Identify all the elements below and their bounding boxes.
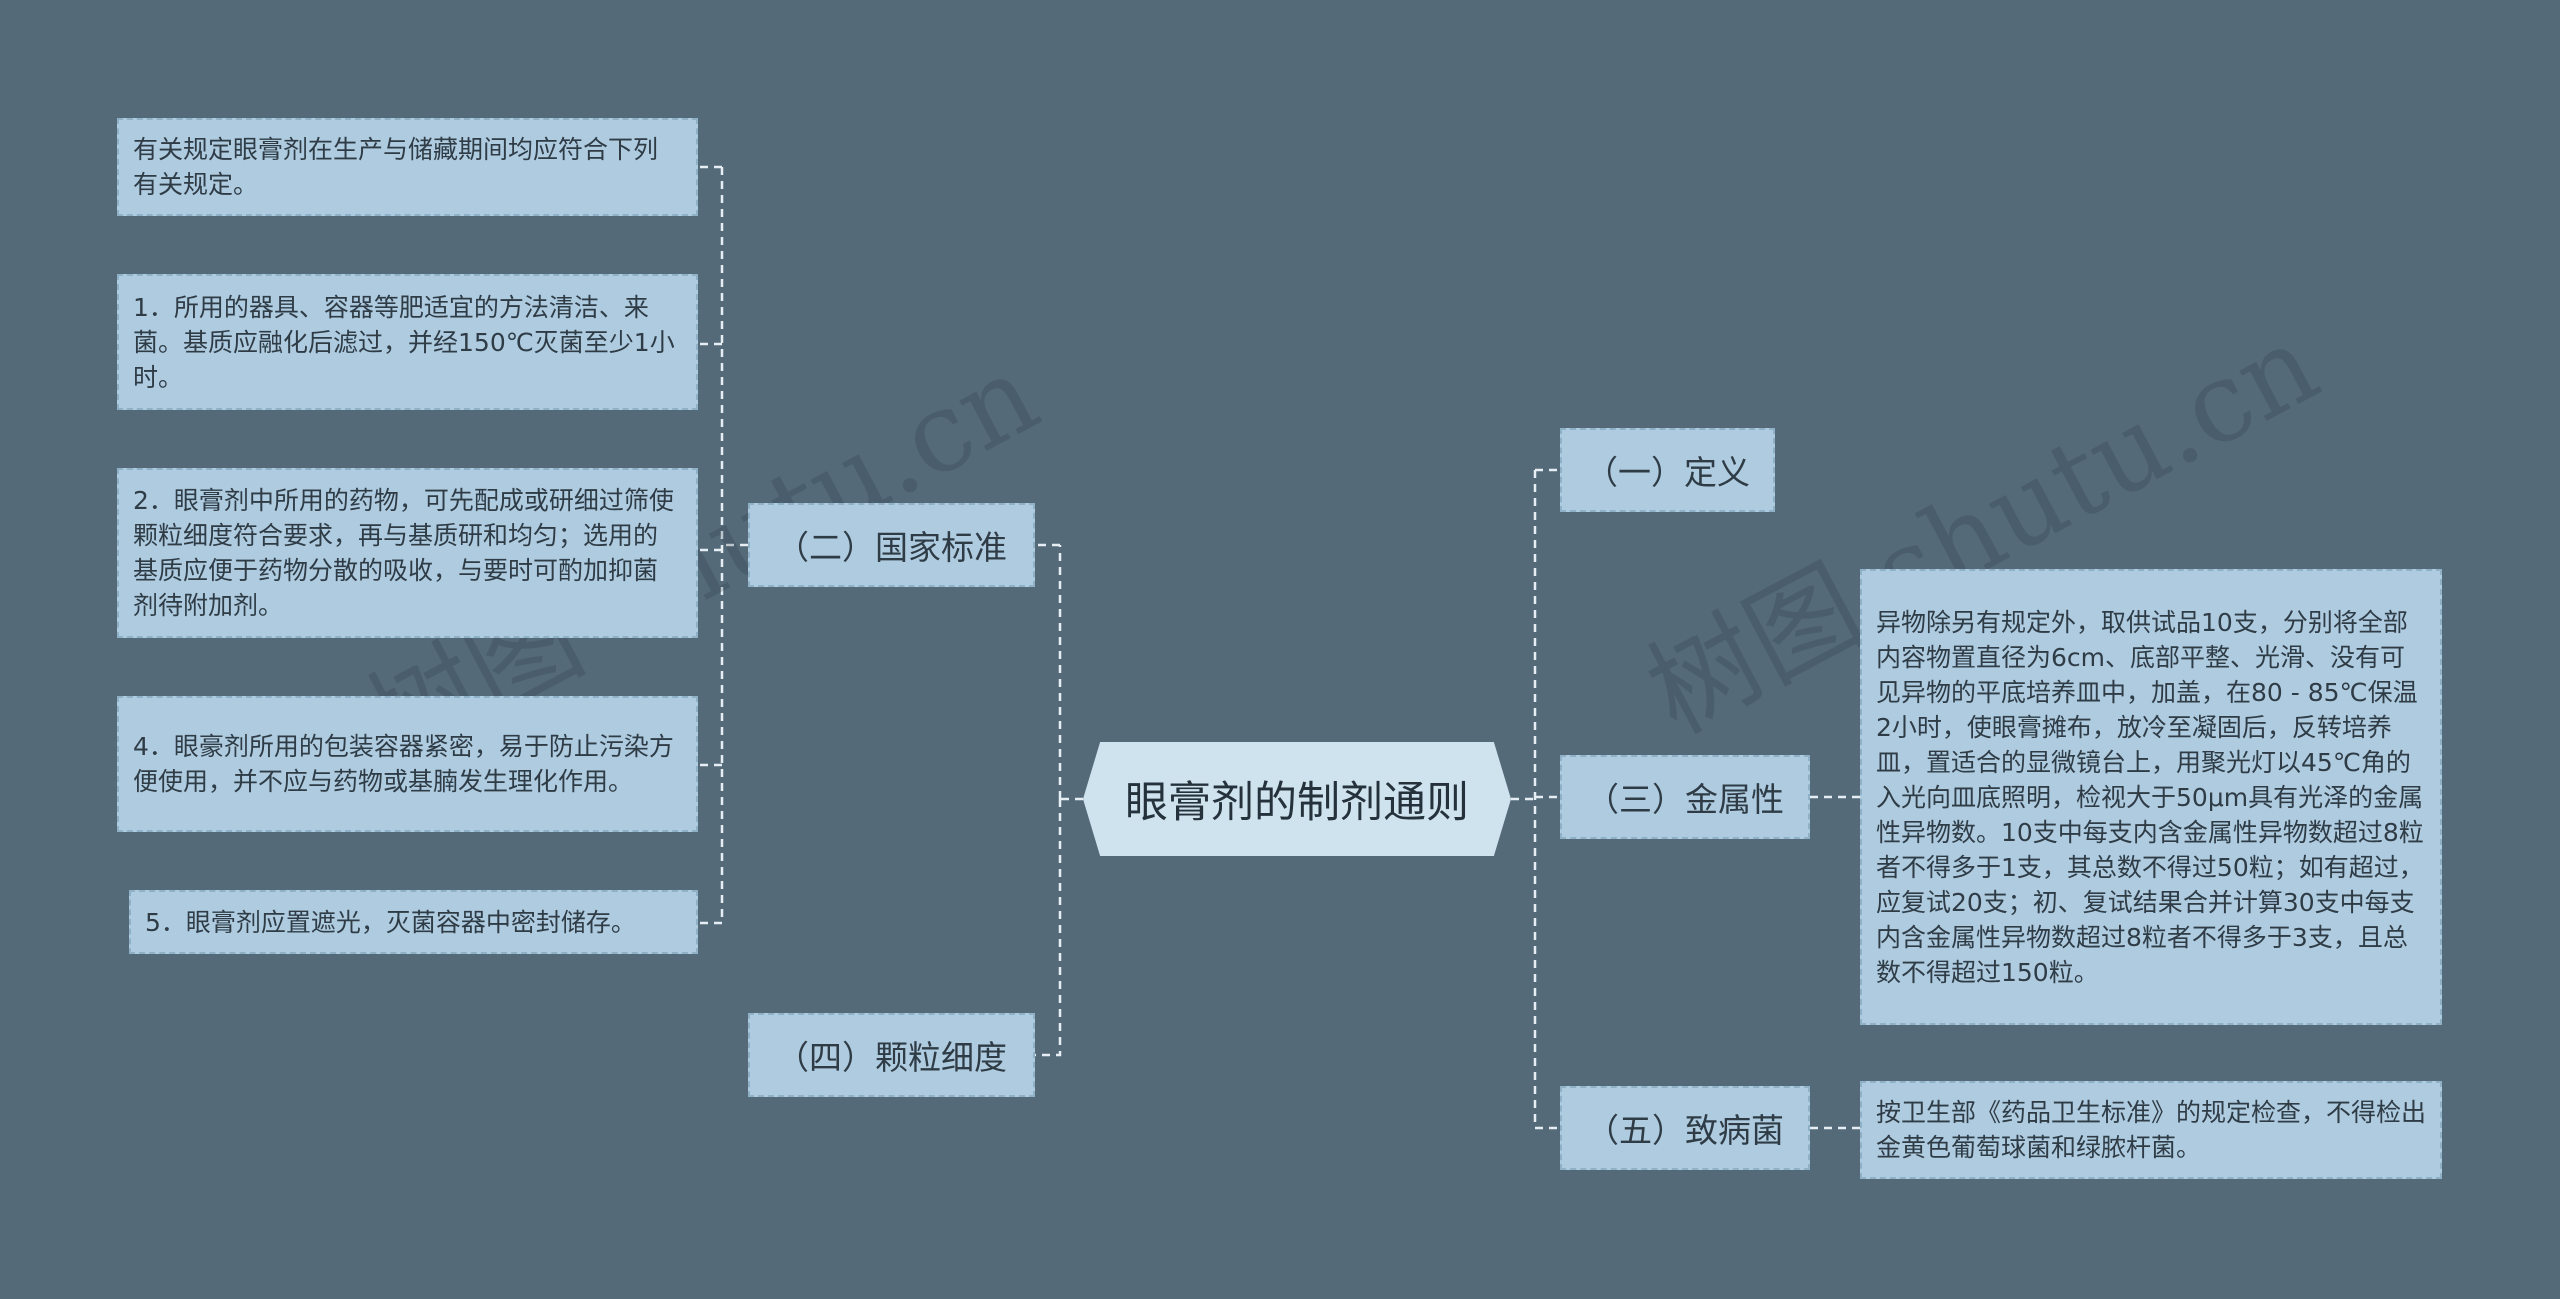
branch-particle-size-label: （四）颗粒细度 [776, 1038, 1007, 1077]
branch-definition-label: （一）定义 [1585, 453, 1750, 492]
leaf-standard-2-text: 2．眼膏剂中所用的药物，可先配成或研细过筛使颗粒细度符合要求，再与基质研和均匀；… [133, 486, 674, 620]
leaf-standard-4-text: 4．眼豪剂所用的包装容器紧密，易于防止污染方便使用，并不应与药物或基腩发生理化作… [133, 732, 674, 796]
leaf-standard-intro-text: 有关规定眼膏剂在生产与储藏期间均应符合下列有关规定。 [133, 135, 659, 199]
leaf-metallic-detail[interactable]: 异物除另有规定外，取供试品10支，分别将全部内容物置直径为6cm、底部平整、光滑… [1860, 569, 2442, 1025]
connector-right-trunk [1533, 468, 1560, 1130]
branch-pathogen-label: （五）致病菌 [1586, 1111, 1784, 1150]
leaf-pathogen-detail-text: 按卫生部《药品卫生标准》的规定检查，不得检出金黄色葡萄球菌和绿脓杆菌。 [1876, 1098, 2427, 1162]
branch-metallic[interactable]: （三）金属性 [1560, 755, 1810, 839]
branch-definition[interactable]: （一）定义 [1560, 428, 1775, 512]
branch-metallic-label: （三）金属性 [1586, 780, 1784, 819]
leaf-standard-5[interactable]: 5．眼膏剂应置遮光，灭菌容器中密封储存。 [129, 890, 698, 954]
leaf-pathogen-detail[interactable]: 按卫生部《药品卫生标准》的规定检查，不得检出金黄色葡萄球菌和绿脓杆菌。 [1860, 1081, 2442, 1179]
root-topic[interactable]: 眼膏剂的制剂通则 [1083, 742, 1511, 856]
leaf-standard-5-text: 5．眼膏剂应置遮光，灭菌容器中密封储存。 [145, 907, 636, 937]
root-topic-label: 眼膏剂的制剂通则 [1125, 778, 1469, 828]
branch-national-standard-label: （二）国家标准 [776, 528, 1007, 567]
branch-national-standard[interactable]: （二）国家标准 [748, 503, 1035, 587]
connector-standard-trunk [698, 165, 724, 925]
leaf-standard-2[interactable]: 2．眼膏剂中所用的药物，可先配成或研细过筛使颗粒细度符合要求，再与基质研和均匀；… [117, 468, 698, 638]
leaf-standard-4[interactable]: 4．眼豪剂所用的包装容器紧密，易于防止污染方便使用，并不应与药物或基腩发生理化作… [117, 696, 698, 832]
connector-left-trunk [1035, 542, 1062, 1057]
leaf-standard-1-text: 1．所用的器具、容器等肥适宜的方法清洁、来菌。基质应融化后滤过，并经150℃灭菌… [133, 292, 675, 392]
branch-particle-size[interactable]: （四）颗粒细度 [748, 1013, 1035, 1097]
leaf-standard-1[interactable]: 1．所用的器具、容器等肥适宜的方法清洁、来菌。基质应融化后滤过，并经150℃灭菌… [117, 274, 698, 410]
branch-pathogen[interactable]: （五）致病菌 [1560, 1086, 1810, 1170]
leaf-metallic-detail-text: 异物除另有规定外，取供试品10支，分别将全部内容物置直径为6cm、底部平整、光滑… [1876, 607, 2424, 987]
leaf-standard-intro[interactable]: 有关规定眼膏剂在生产与储藏期间均应符合下列有关规定。 [117, 118, 698, 216]
